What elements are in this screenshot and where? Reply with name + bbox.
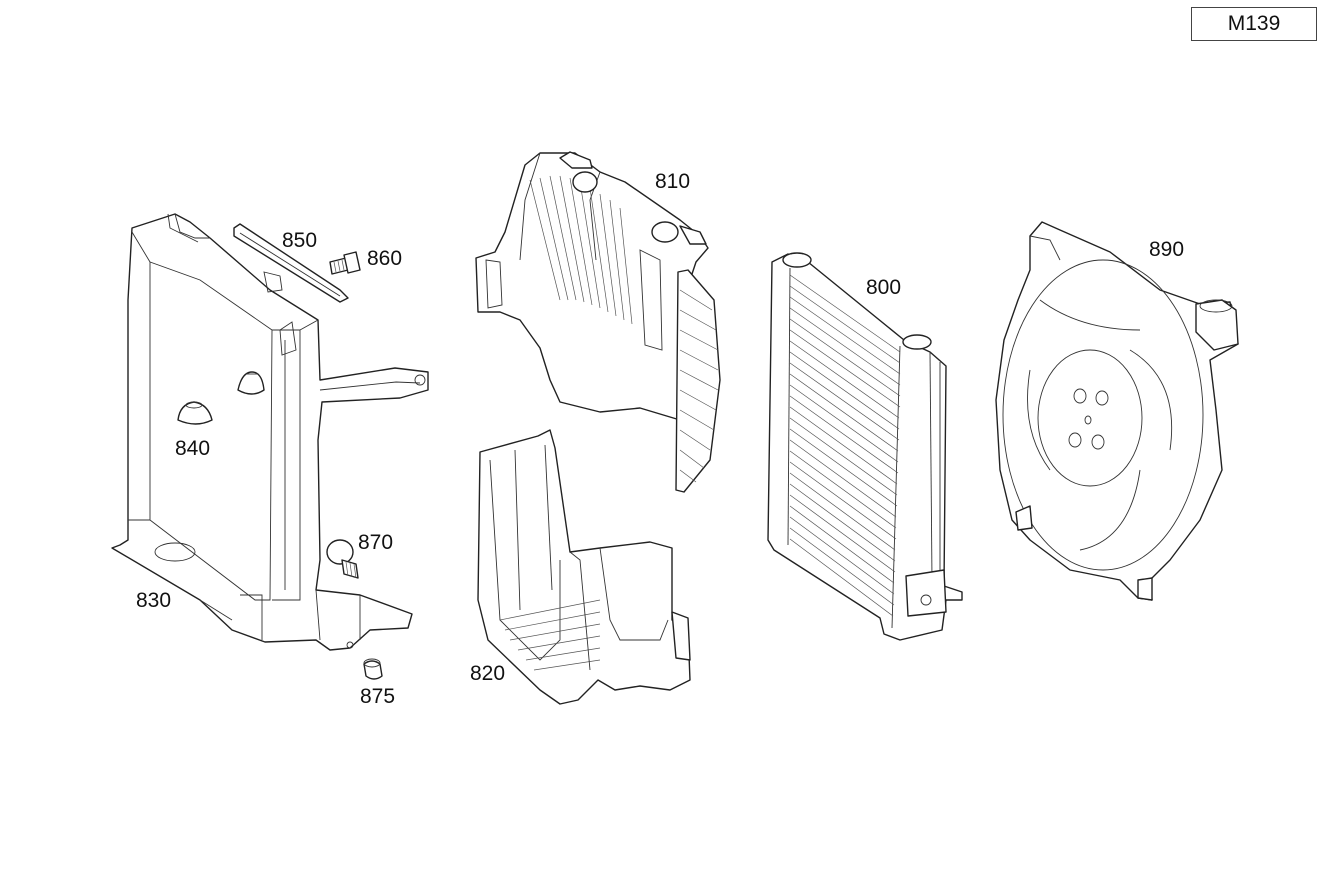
part-875-nut xyxy=(363,658,383,680)
part-870-stud xyxy=(326,539,359,579)
callout-810: 810 xyxy=(655,170,691,193)
part-890-fan xyxy=(995,221,1239,601)
callout-870: 870 xyxy=(358,531,394,554)
part-860-screw xyxy=(329,251,361,275)
callout-890: 890 xyxy=(1149,238,1185,261)
callout-860: 860 xyxy=(367,247,403,270)
model-code-box: M139 xyxy=(1191,7,1317,41)
model-code: M139 xyxy=(1227,12,1281,35)
part-850-strip xyxy=(233,223,349,303)
callout-840: 840 xyxy=(175,437,211,460)
part-810-upper-duct xyxy=(475,151,721,493)
part-830-frame xyxy=(111,213,429,651)
callout-875: 875 xyxy=(360,685,396,708)
part-820-lower-duct xyxy=(477,429,691,705)
callout-800: 800 xyxy=(866,276,902,299)
callout-830: 830 xyxy=(136,589,172,612)
part-800-condenser xyxy=(767,252,963,641)
callout-850: 850 xyxy=(282,229,318,252)
callout-820: 820 xyxy=(470,662,506,685)
part-840-grommet xyxy=(177,401,213,425)
